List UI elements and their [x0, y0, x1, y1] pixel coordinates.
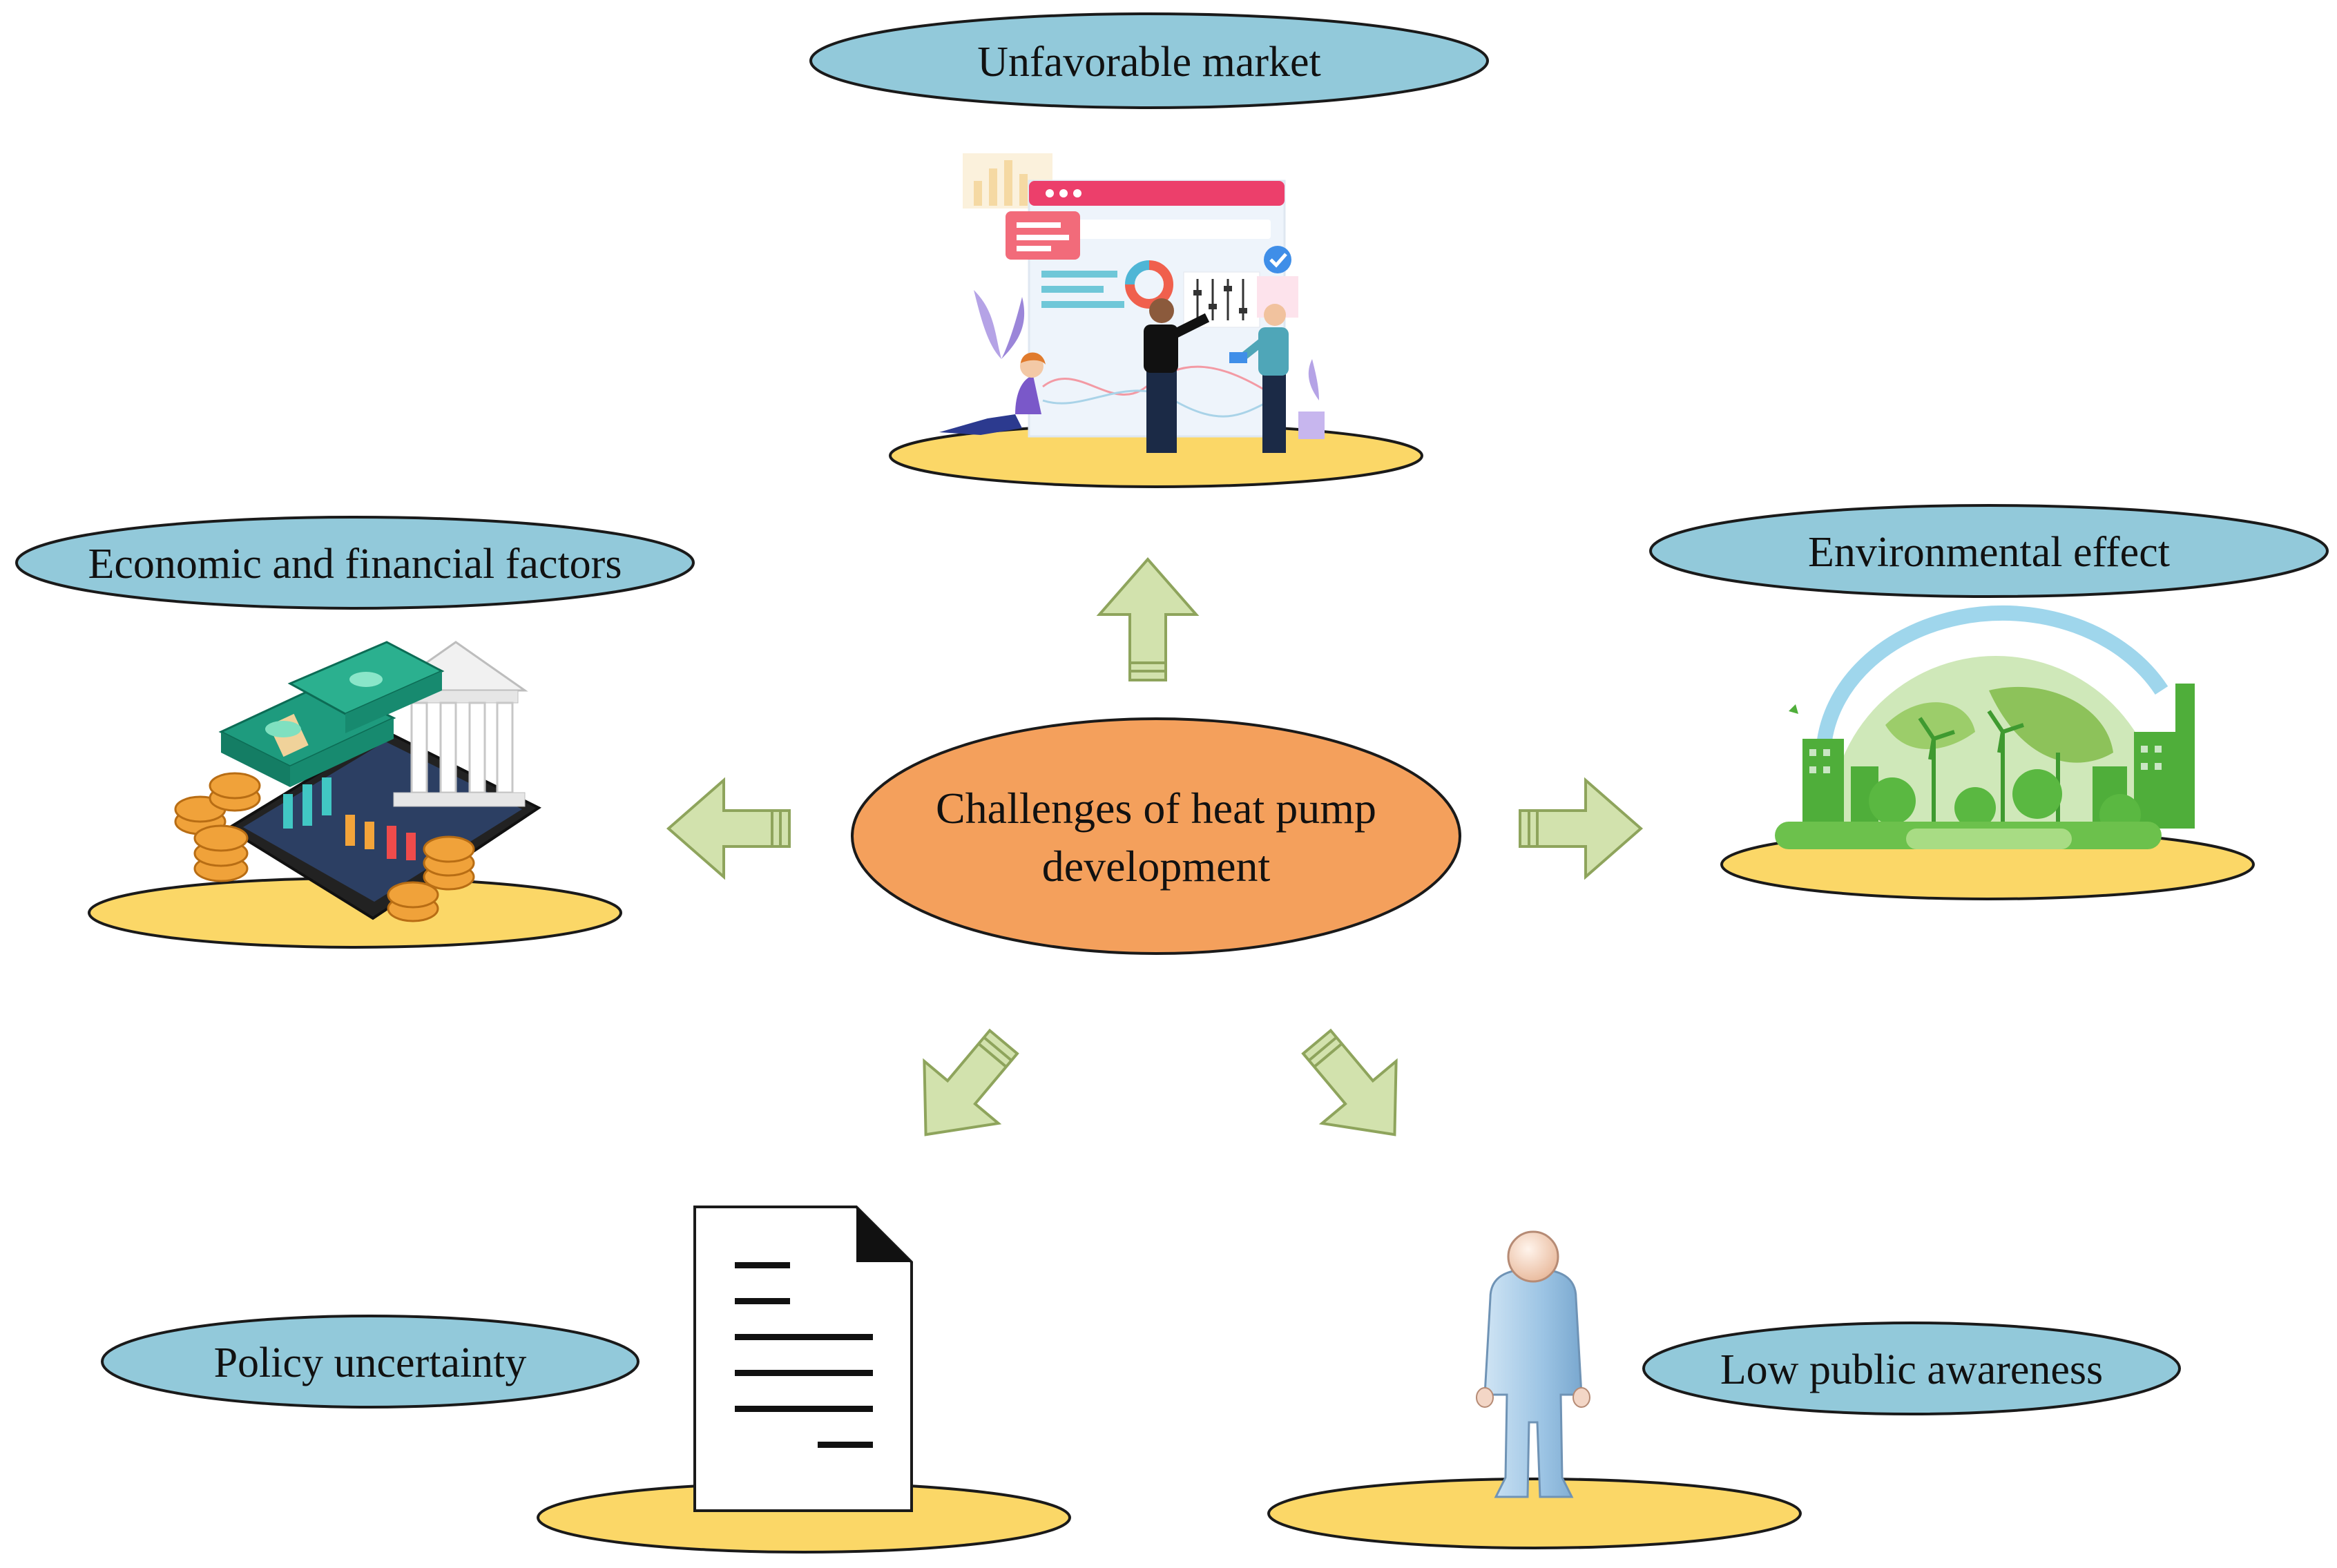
analytics-dashboard-icon: [939, 153, 1325, 453]
document-icon: [693, 1206, 913, 1512]
green-city-globe-icon: [1775, 605, 2195, 849]
label-policy-uncertainty: Policy uncertainty: [214, 1339, 527, 1386]
arrow-down-left: [887, 1009, 1042, 1168]
arrow-down-right: [1278, 1009, 1434, 1168]
label-economic-financial: Economic and financial factors: [88, 541, 622, 588]
arrow-up: [1098, 558, 1198, 681]
arrows: [667, 558, 1642, 1168]
node-policy-uncertainty: Policy uncertainty: [101, 1206, 1071, 1554]
arrow-right: [1519, 779, 1642, 878]
center-node: Challenges of heat pump development: [851, 717, 1461, 955]
node-environmental-effect: Environmental effect: [1649, 504, 2329, 900]
person-icon: [1476, 1230, 1590, 1498]
label-unfavorable-market: Unfavorable market: [977, 39, 1320, 86]
node-unfavorable-market: Unfavorable market: [809, 12, 1489, 488]
finance-money-icon: [174, 641, 541, 922]
center-title-line1: Challenges of heat pump: [936, 784, 1376, 833]
center-title-line2: development: [1042, 842, 1271, 891]
arrow-left: [667, 779, 791, 878]
node-economic-financial: Economic and financial factors: [15, 516, 695, 949]
label-low-public-awareness: Low public awareness: [1720, 1346, 2103, 1393]
label-environmental-effect: Environmental effect: [1808, 529, 2170, 576]
node-low-public-awareness: Low public awareness: [1267, 1230, 2181, 1549]
